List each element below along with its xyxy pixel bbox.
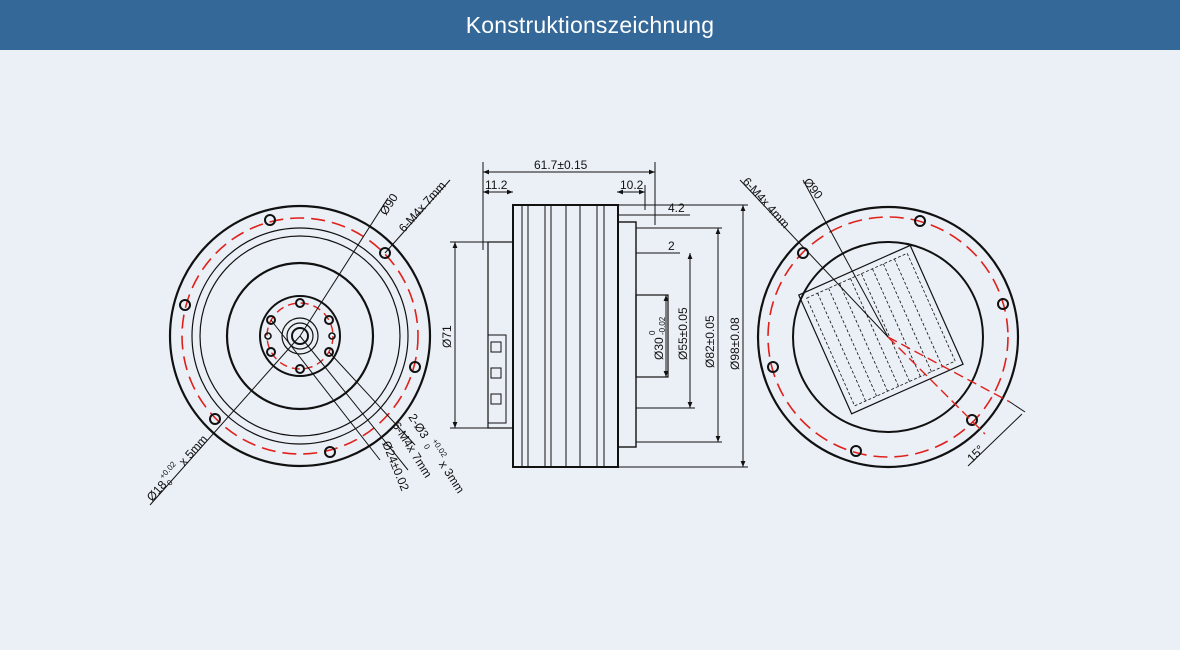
center-bore-depth: x 5mm bbox=[176, 432, 210, 468]
hub-hole bbox=[324, 315, 334, 325]
outer-rim bbox=[168, 204, 432, 468]
connector-pin bbox=[490, 341, 502, 353]
shaft-tol-lower: -0.02 bbox=[658, 316, 667, 335]
back-hole bbox=[966, 414, 978, 426]
front-outer-hole bbox=[179, 299, 191, 311]
connector-pin bbox=[490, 393, 502, 405]
front-outer-hole bbox=[379, 247, 391, 259]
output-flange bbox=[617, 221, 637, 448]
pcb bbox=[797, 244, 964, 415]
ring-73 bbox=[225, 261, 375, 411]
center-bore-tol-upper: +0.02 bbox=[158, 459, 179, 480]
angle-arc bbox=[967, 413, 1023, 467]
center-bore-tol-lower: 0 bbox=[165, 478, 175, 488]
front-outer-hole bbox=[409, 361, 421, 373]
connector bbox=[487, 334, 507, 424]
pin-hole bbox=[264, 332, 272, 340]
leader-pin bbox=[328, 351, 416, 446]
hub-hole-circle bbox=[266, 302, 334, 370]
leader-back-d90 bbox=[802, 179, 889, 338]
pcb-pattern bbox=[839, 283, 888, 392]
pcb-pattern bbox=[850, 278, 899, 387]
back-hole bbox=[767, 361, 779, 373]
leader-m4-inner bbox=[299, 335, 409, 471]
back-hole-circle bbox=[767, 216, 1009, 458]
back-inner-plate bbox=[792, 241, 984, 433]
label-front-d90: Ø90 bbox=[377, 191, 401, 218]
header-bar: Konstruktionszeichnung bbox=[0, 0, 1180, 50]
front-view bbox=[149, 179, 451, 506]
ring-108 bbox=[191, 227, 409, 445]
label-front-center-bore: Ø18 +0.02 0 x 5mm bbox=[144, 432, 211, 504]
pcb-pattern bbox=[861, 273, 910, 382]
back-outer-rim bbox=[756, 205, 1020, 469]
pcb-pattern bbox=[817, 293, 866, 402]
pcb-pattern bbox=[883, 263, 932, 372]
bore-13 bbox=[286, 322, 314, 350]
label-back-tapped: 6-M4x 4mm bbox=[740, 175, 793, 231]
front-outer-hole bbox=[209, 413, 221, 425]
label-step1: 4.2 bbox=[668, 201, 685, 215]
back-hole bbox=[997, 298, 1009, 310]
back-hole bbox=[914, 215, 926, 227]
pin-holes-tol-lower: 0 bbox=[422, 442, 432, 451]
front-outer-hole bbox=[324, 446, 336, 458]
pin-hole bbox=[328, 332, 336, 340]
hub-outer bbox=[259, 295, 341, 377]
angle-line bbox=[887, 336, 1011, 403]
hub-hole bbox=[295, 364, 305, 374]
label-d71: Ø71 bbox=[440, 325, 454, 348]
label-right-offset: 10.2 bbox=[620, 178, 644, 192]
label-step2: 2 bbox=[668, 239, 675, 253]
technical-drawing: Ø90 6-M4x 7mm Ø18 +0.02 0 x 5mm 2-Ø3 +0.… bbox=[144, 158, 1026, 506]
pcb-pattern bbox=[872, 268, 921, 377]
label-d30: Ø30 0 -0.02 bbox=[648, 316, 667, 360]
drawing-area: Ø90 6-M4x 7mm Ø18 +0.02 0 x 5mm 2-Ø3 +0.… bbox=[0, 50, 1180, 645]
angle-ext bbox=[1009, 401, 1026, 413]
hub-hole bbox=[266, 315, 276, 325]
shaft-diameter: Ø30 bbox=[652, 337, 666, 360]
pcb-pattern bbox=[828, 288, 877, 397]
leader-m4-outer bbox=[384, 179, 451, 254]
leader-d24 bbox=[270, 319, 381, 461]
label-front-tapped-holes: 6-M4x 7mm bbox=[396, 179, 449, 235]
page-title: Konstruktionszeichnung bbox=[465, 11, 715, 38]
leader-back-m4 bbox=[739, 179, 889, 338]
hub-hole bbox=[266, 347, 276, 357]
label-d55: Ø55±0.05 bbox=[676, 307, 690, 360]
leader-d18 bbox=[149, 335, 301, 506]
side-view bbox=[450, 162, 748, 468]
hole-circle-dashed bbox=[181, 217, 419, 455]
back-hole bbox=[850, 445, 862, 457]
label-d82: Ø82±0.05 bbox=[703, 315, 717, 368]
bore-8 bbox=[291, 327, 309, 345]
label-left-offset: 11.2 bbox=[485, 178, 508, 192]
label-d98: Ø98±0.08 bbox=[728, 317, 742, 370]
back-view bbox=[739, 179, 1026, 469]
front-outer-hole bbox=[264, 214, 276, 226]
label-total-length: 61.7±0.15 bbox=[534, 158, 588, 172]
label-back-d90: Ø90 bbox=[801, 175, 826, 202]
bore-18 bbox=[281, 317, 319, 355]
label-back-angle: 15° bbox=[964, 442, 987, 465]
pcb-pattern bbox=[806, 252, 956, 407]
back-hole bbox=[797, 247, 809, 259]
angle-line bbox=[887, 336, 986, 435]
pcb-outline bbox=[797, 244, 964, 415]
hub-hole bbox=[295, 298, 305, 308]
leader-d90 bbox=[299, 197, 389, 337]
shaft-tol-upper: 0 bbox=[648, 330, 657, 335]
hub-hole bbox=[324, 347, 334, 357]
output-shaft bbox=[635, 294, 669, 378]
ring-100 bbox=[199, 235, 401, 437]
pin-holes-tol-upper: +0.02 bbox=[430, 437, 449, 459]
connector-pin bbox=[490, 367, 502, 379]
pin-holes-depth: x 3mm bbox=[436, 458, 467, 496]
